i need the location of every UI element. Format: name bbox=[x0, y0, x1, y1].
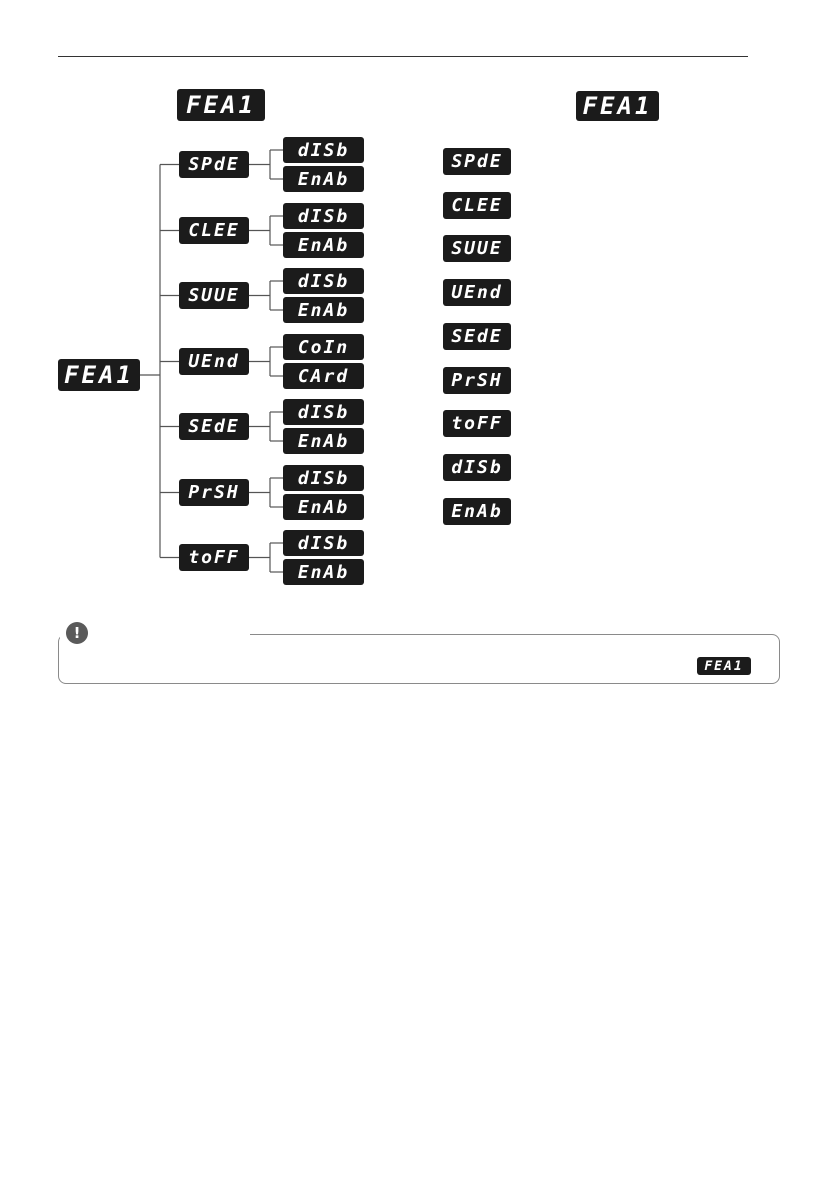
legend-code-display: PrSH bbox=[443, 367, 511, 394]
option-display: dISb bbox=[283, 137, 364, 163]
branch-display: SEdE bbox=[179, 413, 249, 440]
option-display: dISb bbox=[283, 203, 364, 229]
branch-display: SUUE bbox=[179, 282, 249, 309]
option-display: dISb bbox=[283, 268, 364, 294]
note-display: FEA1 bbox=[697, 657, 751, 675]
legend-code-display: dISb bbox=[443, 454, 511, 481]
branch-display: SPdE bbox=[179, 151, 249, 178]
branch-display: toFF bbox=[179, 544, 249, 571]
legend-header-display: FEA1 bbox=[576, 91, 659, 121]
option-display: CArd bbox=[283, 363, 364, 389]
tree-header-display: FEA1 bbox=[177, 89, 265, 121]
option-display: EnAb bbox=[283, 297, 364, 323]
legend-code-display: CLEE bbox=[443, 192, 511, 219]
legend-code-display: EnAb bbox=[443, 498, 511, 525]
option-display: EnAb bbox=[283, 559, 364, 585]
header-rule bbox=[58, 56, 748, 57]
branch-display: UEnd bbox=[179, 348, 249, 375]
branch-display: CLEE bbox=[179, 217, 249, 244]
tree-connector-lines bbox=[140, 149, 283, 573]
option-display: dISb bbox=[283, 399, 364, 425]
legend-code-display: SEdE bbox=[443, 323, 511, 350]
page-edge-right bbox=[836, 0, 839, 27]
option-display: EnAb bbox=[283, 166, 364, 192]
legend-code-display: SUUE bbox=[443, 235, 511, 262]
legend-code-display: toFF bbox=[443, 410, 511, 437]
note-box bbox=[58, 634, 780, 684]
option-display: CoIn bbox=[283, 334, 364, 360]
note-header-gap bbox=[60, 628, 250, 642]
branch-display: PrSH bbox=[179, 479, 249, 506]
option-display: dISb bbox=[283, 530, 364, 556]
legend-code-display: SPdE bbox=[443, 148, 511, 175]
option-display: EnAb bbox=[283, 232, 364, 258]
option-display: EnAb bbox=[283, 428, 364, 454]
page-edge-left bbox=[0, 0, 3, 27]
exclamation-icon: ! bbox=[66, 622, 88, 644]
root-display: FEA1 bbox=[58, 359, 140, 391]
legend-code-display: UEnd bbox=[443, 279, 511, 306]
option-display: dISb bbox=[283, 465, 364, 491]
option-display: EnAb bbox=[283, 494, 364, 520]
